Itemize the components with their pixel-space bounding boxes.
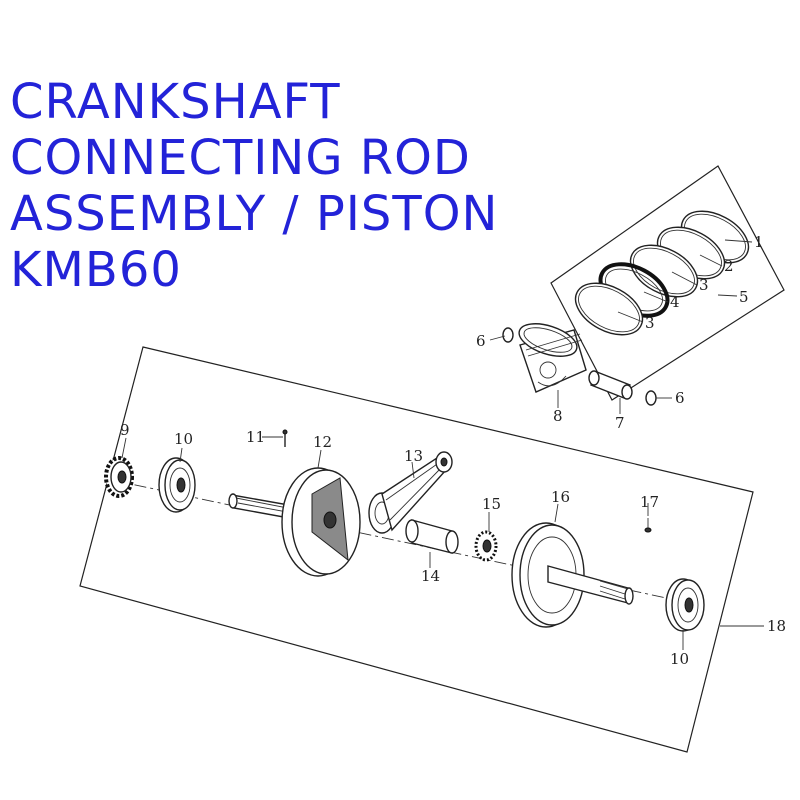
callout-2: 2 [724,257,734,275]
callout-11: 11 [246,428,265,446]
diagram-title: CRANKSHAFT CONNECTING ROD ASSEMBLY / PIS… [10,74,498,298]
callout-3-lower: 3 [645,314,655,332]
callout-17: 17 [640,493,659,511]
needle-bearing [474,530,498,562]
ball-bearing-left [158,457,196,513]
woodruff-key [644,518,652,533]
title-line-1: CRANKSHAFT [10,74,341,130]
circlip-left [502,327,514,343]
callout-9: 9 [120,421,130,439]
circlip-right [645,390,657,406]
callout-13: 13 [404,447,423,465]
crankshaft-left-half [228,467,361,577]
piston-ring-3-lower [574,282,644,336]
callout-12: 12 [313,433,332,451]
callout-6-left: 6 [476,332,486,350]
title-line-2: CONNECTING ROD [10,130,471,186]
title-line-4: KMB60 [10,242,182,298]
callout-16: 16 [551,488,570,506]
callout-15: 15 [482,495,501,513]
callout-10-right: 10 [670,650,689,668]
drive-gear [104,456,134,498]
callout-4: 4 [670,293,680,311]
piston-ring-set-box [550,165,785,401]
crank-pin [405,519,459,554]
callout-10-left: 10 [174,430,193,448]
callout-1: 1 [754,233,764,251]
crankshaft-assembly-box [79,346,754,753]
callout-14: 14 [421,567,440,585]
callout-5: 5 [739,288,749,306]
callout-18: 18 [767,617,786,635]
callout-7: 7 [615,414,625,432]
ball-bearing-right [665,578,705,632]
title-line-3: ASSEMBLY / PISTON [10,186,499,242]
leader-lines [121,239,764,650]
crankpin-key [282,429,288,447]
callout-6-right: 6 [675,389,685,407]
piston-pin [588,370,633,400]
crankshaft-right-half [511,522,634,628]
piston [518,323,587,393]
piston-ring-3-upper [629,244,699,298]
callout-3-upper: 3 [699,276,709,294]
connecting-rod [368,451,453,534]
callout-8: 8 [553,407,563,425]
